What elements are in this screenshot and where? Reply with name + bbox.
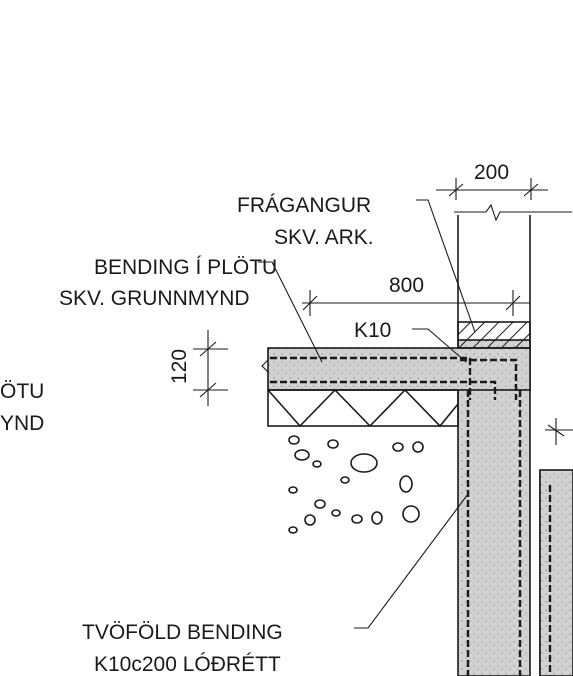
right-partial-structure xyxy=(539,418,573,676)
gravel-fill xyxy=(288,435,424,534)
finishing-hatch xyxy=(457,321,531,349)
cut-left-label-line1: ÖTU xyxy=(0,380,44,403)
bending-plotu-label-line1: BENDING Í PLÖTU xyxy=(94,256,277,279)
bending-plotu-leader xyxy=(258,261,323,363)
dimension-slab-length: 800 xyxy=(302,274,530,316)
k10-leader xyxy=(412,328,467,363)
dim-120-label: 120 xyxy=(168,349,191,384)
tvofold-leader xyxy=(354,493,469,629)
concrete-wall xyxy=(454,203,572,676)
tvofold-label-line1: TVÖFÖLD BENDING xyxy=(82,621,283,644)
k10-label: K10 xyxy=(354,319,391,342)
bending-plotu-label-line2: SKV. GRUNNMYND xyxy=(59,287,250,310)
fragangur-label-line1: FRÁGANGUR xyxy=(237,194,371,217)
cut-left-label-line2: YND xyxy=(0,412,44,435)
insulation-layer xyxy=(267,388,459,428)
tvofold-label-line2: K10c200 LÓÐRÉTT xyxy=(94,653,281,676)
fragangur-label-line2: SKV. ARK. xyxy=(274,226,374,249)
dim-800-label: 800 xyxy=(389,274,424,297)
dim-200-label: 200 xyxy=(474,161,509,184)
fragangur-leader xyxy=(416,199,476,333)
dimension-wall-thickness: 200 xyxy=(436,161,548,200)
dimension-slab-thickness: 120 xyxy=(168,330,228,406)
